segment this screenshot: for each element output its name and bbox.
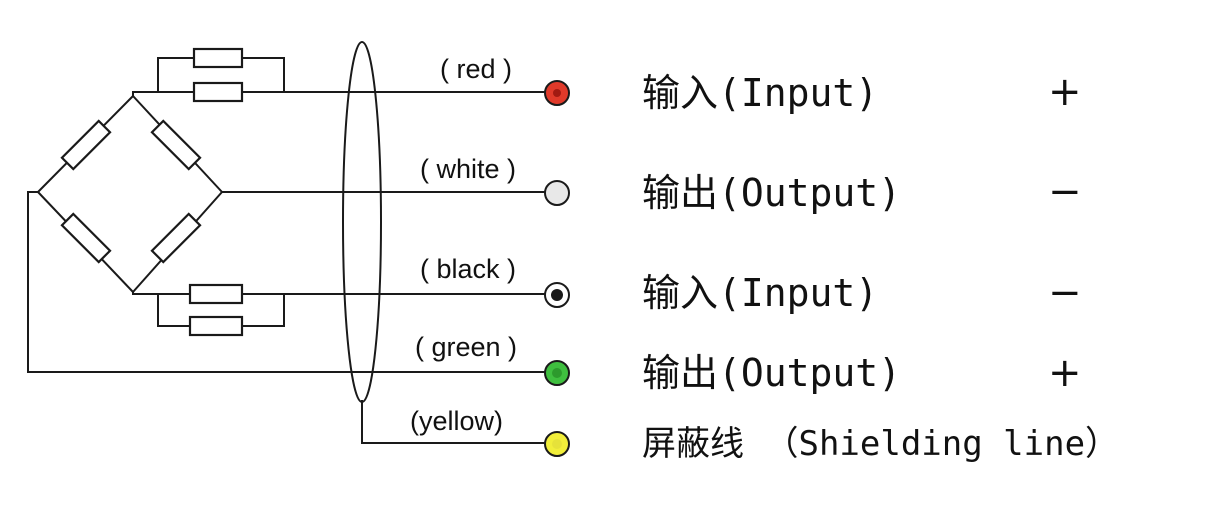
polarity-signs: + − − + [1048,69,1082,396]
green-function-label: 输出(Output) [642,351,901,395]
lead-wires [27,91,545,444]
white-terminal [544,180,570,206]
red-function-label: 输入(Input) [642,71,878,115]
yellow-wire-label: (yellow) [410,406,503,436]
wire-color-labels: ( red ) ( white ) ( black ) ( green ) (y… [410,54,517,436]
green-lead-wire [27,191,545,373]
terminals [544,80,570,457]
black-polarity: − [1048,270,1082,316]
bottom-compensation-resistors [132,283,285,337]
red-wire-label: ( red ) [440,54,512,84]
top-compensation-resistors [132,47,285,103]
yellow-terminal-center [552,439,562,449]
function-labels: 输入(Input) 输出(Output) 输入(Input) 输出(Output… [642,71,1119,464]
yellow-lead-wire [361,400,545,444]
bridge-resistor-bottom-right [150,212,202,264]
green-polarity: + [1048,350,1082,396]
bridge-resistor-top-left [60,119,112,171]
bridge-resistor-top-right [150,119,202,171]
black-function-label: 输入(Input) [642,271,878,315]
wheatstone-bridge [37,95,223,293]
white-polarity: − [1048,169,1082,215]
green-terminal-center [552,368,562,378]
red-polarity: + [1048,69,1082,115]
green-wire-label: ( green ) [415,332,517,362]
cable-shield-ellipse [342,41,382,403]
black-wire-label: ( black ) [420,254,516,284]
red-terminal-center [553,89,561,97]
bridge-resistor-bottom-left [60,212,112,264]
white-function-label: 输出(Output) [642,171,901,215]
yellow-function-label: 屏蔽线 （Shielding line） [642,424,1119,464]
white-wire-label: ( white ) [420,154,516,184]
black-terminal-center [551,289,563,301]
